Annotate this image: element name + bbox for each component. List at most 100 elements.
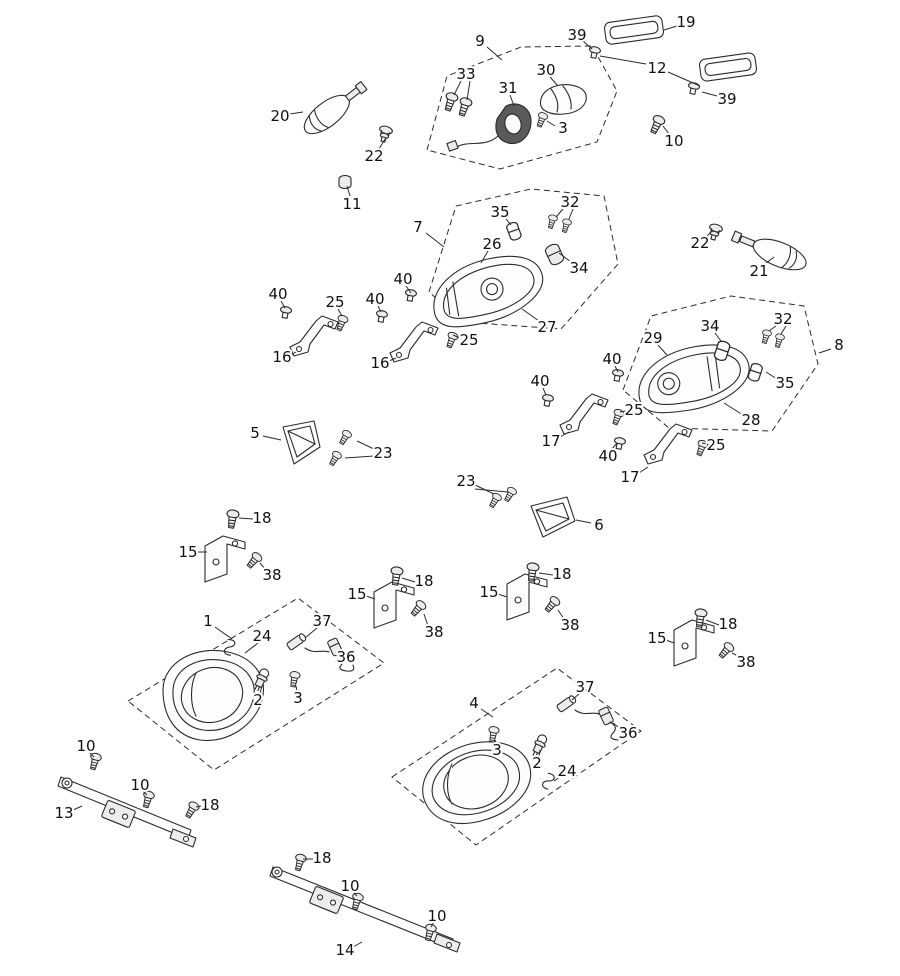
part-label-15: 15 <box>347 585 366 603</box>
part-label-3: 3 <box>558 119 568 137</box>
leader-line-38 <box>423 613 429 627</box>
leader-line-10 <box>352 891 358 897</box>
part-label-16: 16 <box>272 348 291 366</box>
leader-line-34 <box>558 252 572 263</box>
leader-line-40 <box>377 305 382 313</box>
part-label-7: 7 <box>413 218 423 236</box>
part-label-36: 36 <box>336 648 355 666</box>
part-label-32: 32 <box>773 310 792 328</box>
leader-line-36 <box>337 649 341 655</box>
leader-line-18 <box>195 805 202 808</box>
part-label-40: 40 <box>602 350 621 368</box>
part-label-38: 38 <box>736 653 755 671</box>
leader-line-14 <box>352 941 363 948</box>
leader-line-25 <box>619 410 627 413</box>
assembly-outline-1 <box>127 597 385 771</box>
leader-line-3 <box>295 685 298 692</box>
leader-line-10 <box>88 751 95 758</box>
leader-line-25 <box>337 308 343 317</box>
part-label-10: 10 <box>340 877 359 895</box>
tail-lamp-28-29 <box>638 344 750 414</box>
mount-bar-14 <box>269 866 461 953</box>
leader-line-11 <box>346 185 351 197</box>
part-label-16: 16 <box>370 354 389 372</box>
part-label-23: 23 <box>456 472 475 490</box>
wire-36-left <box>338 652 355 672</box>
leader-line-15 <box>665 639 675 644</box>
part-label-2: 2 <box>253 691 263 709</box>
leader-line-22 <box>705 230 713 238</box>
part-drawings <box>57 15 807 953</box>
part-label-14: 14 <box>335 941 354 959</box>
part-label-25: 25 <box>624 401 643 419</box>
part-label-25: 25 <box>459 331 478 349</box>
leader-line-38 <box>557 609 565 620</box>
part-label-20: 20 <box>270 107 289 125</box>
part-label-1: 1 <box>203 612 213 630</box>
part-label-10: 10 <box>427 907 446 925</box>
leader-line-17 <box>638 466 649 474</box>
leader-line-37 <box>304 627 318 639</box>
leader-line-30 <box>549 76 559 87</box>
part-label-18: 18 <box>552 565 571 583</box>
leader-line-12 <box>667 71 701 87</box>
leader-line-23 <box>344 455 375 459</box>
leader-line-23 <box>474 488 509 493</box>
leader-line-3 <box>546 120 556 127</box>
part-label-17: 17 <box>541 432 560 450</box>
part-label-18: 18 <box>252 509 271 527</box>
leader-line-39 <box>582 40 593 50</box>
leader-line-10 <box>430 921 435 928</box>
leader-line-40 <box>611 442 618 450</box>
leader-line-24 <box>553 775 562 782</box>
part-label-15: 15 <box>479 583 498 601</box>
part-label-40: 40 <box>598 447 617 465</box>
wire-37-36-left <box>304 647 330 653</box>
leader-line-32 <box>555 208 564 218</box>
part-label-8: 8 <box>834 336 844 354</box>
leader-line-12 <box>599 55 647 65</box>
part-label-18: 18 <box>414 572 433 590</box>
part-label-34: 34 <box>700 317 719 335</box>
leader-line-5 <box>262 435 282 441</box>
leader-line-25 <box>452 334 461 339</box>
leader-line-6 <box>575 519 592 524</box>
part-label-2: 2 <box>532 754 542 772</box>
bulb-socket-37-left <box>286 633 307 651</box>
leader-line-26 <box>480 250 489 264</box>
headlight-1 <box>162 650 264 742</box>
assembly-outline-7 <box>428 188 619 330</box>
part-label-22: 22 <box>364 147 383 165</box>
leader-line-19 <box>663 25 678 31</box>
tail-lamp-26-27 <box>433 255 544 328</box>
leader-line-32 <box>768 325 777 332</box>
part-label-35: 35 <box>490 203 509 221</box>
bulb-socket-34-left <box>544 243 565 266</box>
leader-line-38 <box>259 562 267 571</box>
leader-line-39 <box>701 91 718 97</box>
part-label-18: 18 <box>312 849 331 867</box>
leader-line-25 <box>701 442 709 445</box>
leader-line-38 <box>731 652 741 658</box>
part-label-24: 24 <box>252 627 271 645</box>
leader-line-34 <box>714 332 722 342</box>
leader-line-7 <box>425 232 445 248</box>
leader-line-40 <box>405 285 412 294</box>
leader-line-17 <box>559 431 570 438</box>
leader-line-21 <box>764 256 775 265</box>
part-label-40: 40 <box>530 372 549 390</box>
leader-line-22 <box>378 138 386 150</box>
leader-line-18 <box>538 572 554 576</box>
leader-line-8 <box>818 348 832 354</box>
leader-line-32 <box>780 325 787 335</box>
leader-line-32 <box>568 208 574 220</box>
part-label-3: 3 <box>293 689 303 707</box>
lamp-lens-30 <box>539 84 587 115</box>
part-label-13: 13 <box>54 804 73 822</box>
part-label-25: 25 <box>325 293 344 311</box>
nut-11 <box>338 174 352 190</box>
part-label-24: 24 <box>557 762 576 780</box>
leader-line-36 <box>612 722 622 730</box>
